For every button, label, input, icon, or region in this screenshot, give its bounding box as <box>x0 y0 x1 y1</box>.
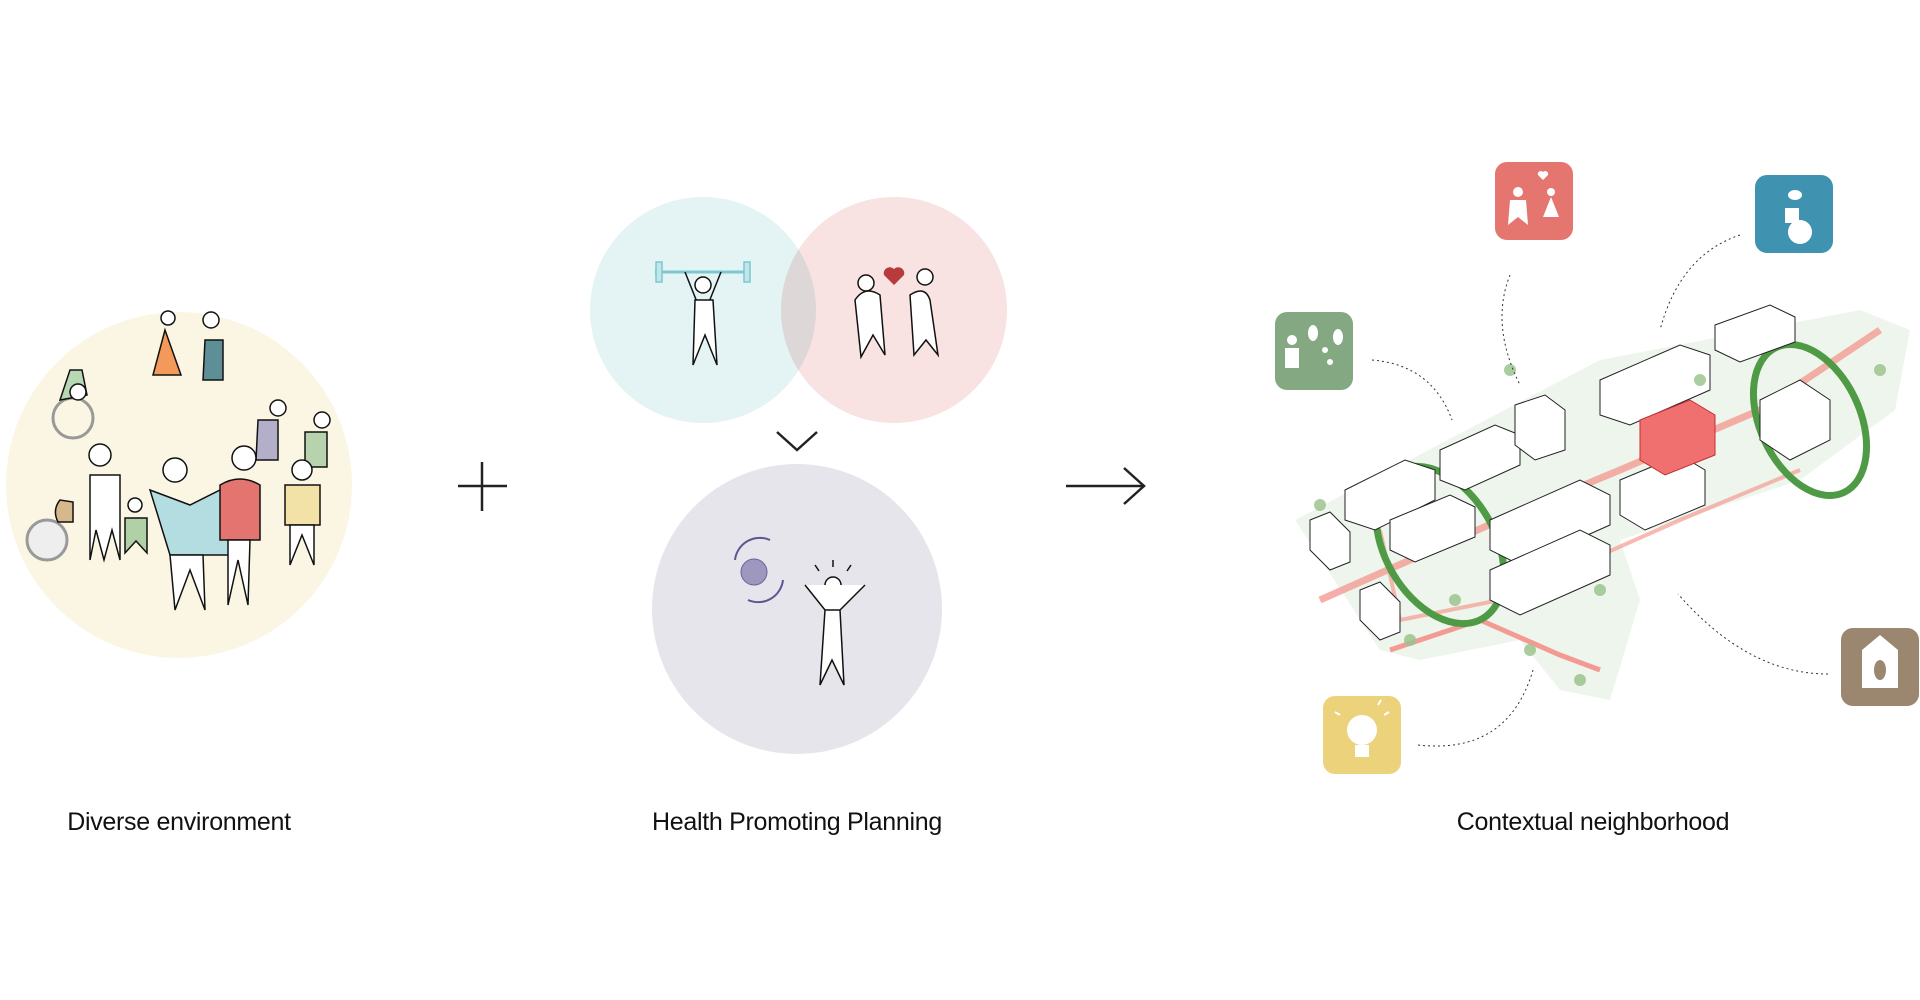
ball-rotate-icon <box>734 536 784 604</box>
label-diverse-environment: Diverse environment <box>67 808 291 836</box>
nature-play-icon <box>1275 312 1353 390</box>
connector-line <box>1659 234 1741 331</box>
physical-activity-circle <box>590 197 816 423</box>
chevron-down-icon <box>776 431 818 452</box>
mental-wellbeing-circle <box>652 464 942 754</box>
social-icon <box>1495 162 1573 240</box>
connector-line <box>1371 359 1453 421</box>
label-contextual-neighborhood: Contextual neighborhood <box>1456 808 1730 836</box>
connector-line <box>1417 669 1534 747</box>
diverse-environment-illustration <box>6 310 352 658</box>
neighborhood-map <box>1295 234 1910 747</box>
wheelchair-icon <box>25 518 69 562</box>
weightlifter-icon <box>655 261 751 366</box>
home-leaf-icon <box>1841 628 1919 706</box>
hearts-people-icon <box>854 267 940 360</box>
lightbulb-icon <box>1323 696 1401 774</box>
arrow-right-icon <box>1066 467 1146 505</box>
accessibility-icon <box>1755 175 1833 253</box>
connector-line <box>1501 274 1521 386</box>
label-health-promoting-planning: Health Promoting Planning <box>652 808 942 836</box>
connector-line <box>1677 593 1829 675</box>
plus-icon <box>458 462 507 511</box>
social-connection-circle <box>781 197 1007 423</box>
